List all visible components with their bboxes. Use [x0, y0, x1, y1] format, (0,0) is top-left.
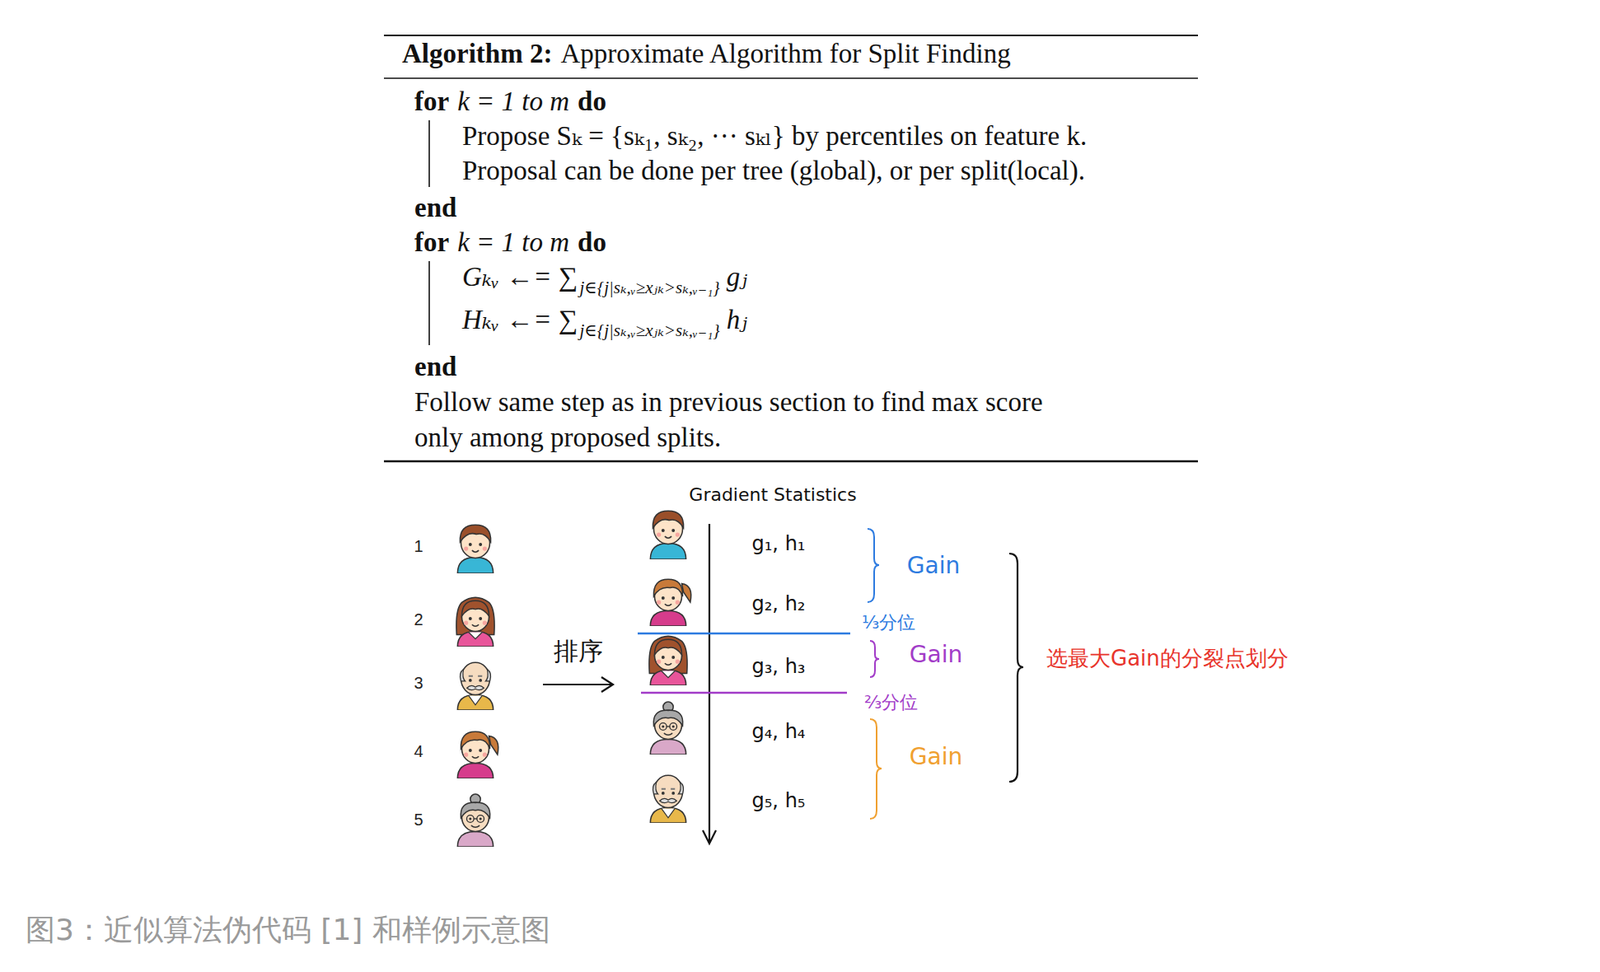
bottom-rule	[383, 460, 1198, 464]
quantile-label: ⅓分位	[861, 612, 916, 634]
pseudocode-line: Proposal can be done per tree (global), …	[462, 154, 1086, 188]
row-number: 2	[413, 609, 423, 630]
block-bar	[428, 261, 431, 346]
keyword: do	[577, 85, 607, 119]
row-number: 1	[413, 536, 423, 557]
keyword: for	[414, 85, 450, 119]
formula-subscript: j∈{j|sₖ,ᵥ≥xⱼₖ>sₖ,ᵥ₋₁}	[579, 320, 720, 342]
axis-title: Gradient Statistics	[688, 484, 857, 506]
header-rule	[383, 77, 1198, 80]
person-icon	[650, 775, 686, 824]
row-number: 5	[413, 809, 423, 830]
formula: gⱼ	[726, 261, 748, 295]
person-icon	[456, 597, 495, 647]
gradient-pair: g₃, h₃	[752, 654, 806, 679]
person-icon	[650, 579, 691, 627]
formula-subscript: j∈{j|sₖ,ᵥ≥xⱼₖ>sₖ,ᵥ₋₁}	[579, 277, 720, 299]
keyword: end	[414, 350, 457, 384]
brace	[1009, 553, 1024, 782]
brace	[867, 528, 880, 603]
quantile-label: ⅔分位	[864, 692, 918, 714]
axis-line	[708, 523, 711, 843]
brace	[870, 640, 880, 678]
person-icon	[649, 636, 688, 686]
pseudocode-note: Follow same step as in previous section …	[414, 384, 1091, 456]
keyword: do	[577, 226, 607, 260]
loop-range: k = 1 to m	[457, 85, 570, 119]
person-icon	[457, 794, 493, 847]
algorithm-number: Algorithm 2:	[402, 37, 553, 71]
gradient-pair: g₄, h₄	[752, 720, 806, 744]
gradient-pair: g₅, h₅	[752, 789, 806, 814]
quantile-line	[637, 632, 851, 636]
brace	[870, 719, 882, 819]
gradient-pair: g₁, h₁	[752, 532, 806, 557]
quantile-line	[640, 692, 847, 695]
formula: Hₖᵥ ←= ∑	[462, 304, 578, 337]
person-icon	[457, 662, 493, 711]
person-icon	[650, 701, 686, 755]
arrow-label: 排序	[553, 636, 604, 667]
person-icon	[457, 524, 493, 574]
loop-range: k = 1 to m	[457, 226, 570, 260]
top-rule	[383, 34, 1198, 37]
row-number: 4	[413, 741, 423, 762]
annotation: 选最大Gain的分裂点划分	[1046, 645, 1289, 672]
figure-caption: 图3：近似算法伪代码 [1] 和样例示意图	[25, 912, 551, 948]
formula: Gₖᵥ ←= ∑	[462, 261, 578, 295]
pseudocode-line: Propose Sₖ = {sₖ₁, sₖ₂, ··· sₖₗ} by perc…	[462, 120, 1087, 154]
block-bar	[428, 120, 431, 188]
person-icon	[457, 731, 498, 779]
keyword: for	[414, 226, 450, 260]
algorithm-title: Approximate Algorithm for Split Finding	[560, 37, 1011, 71]
sort-arrow	[542, 683, 612, 686]
axis-arrow-head	[702, 830, 716, 844]
keyword: end	[414, 191, 457, 225]
sort-arrow-head	[601, 677, 613, 693]
gradient-pair: g₂, h₂	[752, 592, 806, 617]
row-number: 3	[413, 673, 423, 693]
formula: hⱼ	[726, 304, 748, 337]
gain-label: Gain	[909, 743, 963, 772]
person-icon	[650, 510, 686, 560]
gain-label: Gain	[909, 640, 963, 670]
gain-label: Gain	[907, 552, 960, 581]
